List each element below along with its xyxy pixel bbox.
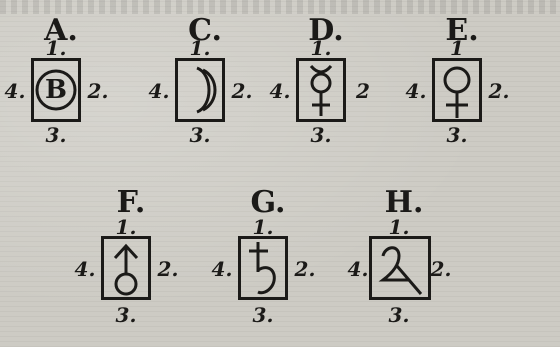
figure-d-label-bottom: 3.	[310, 123, 332, 147]
figure-d-label-left: 4.	[269, 79, 291, 103]
figure-e-letter: E.	[445, 13, 479, 48]
figure-c-letter: C.	[188, 13, 222, 48]
mercury-icon	[296, 58, 346, 122]
figure-h-label-right: 2.	[430, 257, 452, 281]
mars-icon	[101, 236, 151, 300]
figure-c-label-left: 4.	[148, 79, 170, 103]
figure-a-label-left: 4.	[4, 79, 26, 103]
figure-f-label-right: 2.	[157, 257, 179, 281]
figure-a-box	[31, 58, 81, 122]
figure-d-label-top: 1.	[310, 36, 332, 60]
figure-g-label-bottom: 3.	[252, 303, 274, 327]
figure-f-label-left: 4.	[74, 257, 96, 281]
figure-e-label-left: 4.	[405, 79, 427, 103]
circle-b-text: B	[45, 75, 67, 105]
figure-e: E. 1 4. 2. 3.	[387, 0, 537, 147]
figure-e-label-right: 2.	[488, 79, 510, 103]
figure-a-label-bottom: 3.	[45, 123, 67, 147]
figure-g: G. 1. 4. 2. 3.	[193, 166, 343, 327]
figure-e-label-bottom: 3.	[446, 123, 468, 147]
figure-f-box	[101, 236, 151, 300]
crescent-moon-icon	[175, 58, 225, 122]
figure-c-label-right: 2.	[231, 79, 253, 103]
figure-a-label-right: 2.	[87, 79, 109, 103]
figure-d: D. 1. 4. 2 3.	[251, 0, 401, 147]
figure-d-box	[296, 58, 346, 122]
figure-g-label-right: 2.	[294, 257, 316, 281]
jupiter-icon	[369, 236, 431, 300]
figure-h-box	[369, 236, 431, 300]
figure-e-box	[432, 58, 482, 122]
figure-a-letter: A.	[44, 13, 78, 48]
figure-c: C. 1. 4. 2. 3.	[130, 0, 280, 147]
venus-icon	[432, 58, 482, 122]
figure-e-label-top: 1	[450, 36, 464, 60]
figure-c-label-top: 1.	[189, 36, 211, 60]
figure-c-box	[175, 58, 225, 122]
figure-f-label-bottom: 3.	[115, 303, 137, 327]
figure-f: F. 1. 4. 2. 3.	[56, 166, 206, 327]
saturn-icon	[238, 236, 288, 300]
circle-b-icon: B	[31, 58, 81, 122]
figure-g-label-top: 1.	[252, 215, 274, 239]
figure-c-label-bottom: 3.	[189, 123, 211, 147]
figure-h-label-left: 4.	[347, 257, 369, 281]
figure-f-letter: F.	[116, 185, 146, 220]
figure-f-label-top: 1.	[115, 215, 137, 239]
figure-d-label-right: 2	[356, 79, 370, 103]
figure-h-letter: H.	[384, 185, 424, 220]
figure-a-label-top: 1.	[45, 36, 67, 60]
bleed-through-text	[0, 0, 560, 14]
figure-h: H. 1. 4. 2. 3.	[329, 166, 479, 327]
figure-g-box	[238, 236, 288, 300]
figure-h-label-bottom: 3.	[388, 303, 410, 327]
figure-d-letter: D.	[308, 13, 344, 48]
figure-h-label-top: 1.	[388, 215, 410, 239]
figure-g-letter: G.	[250, 185, 286, 220]
figure-a: A. 1. 4. 2. 3. B	[0, 0, 136, 147]
figure-g-label-left: 4.	[211, 257, 233, 281]
